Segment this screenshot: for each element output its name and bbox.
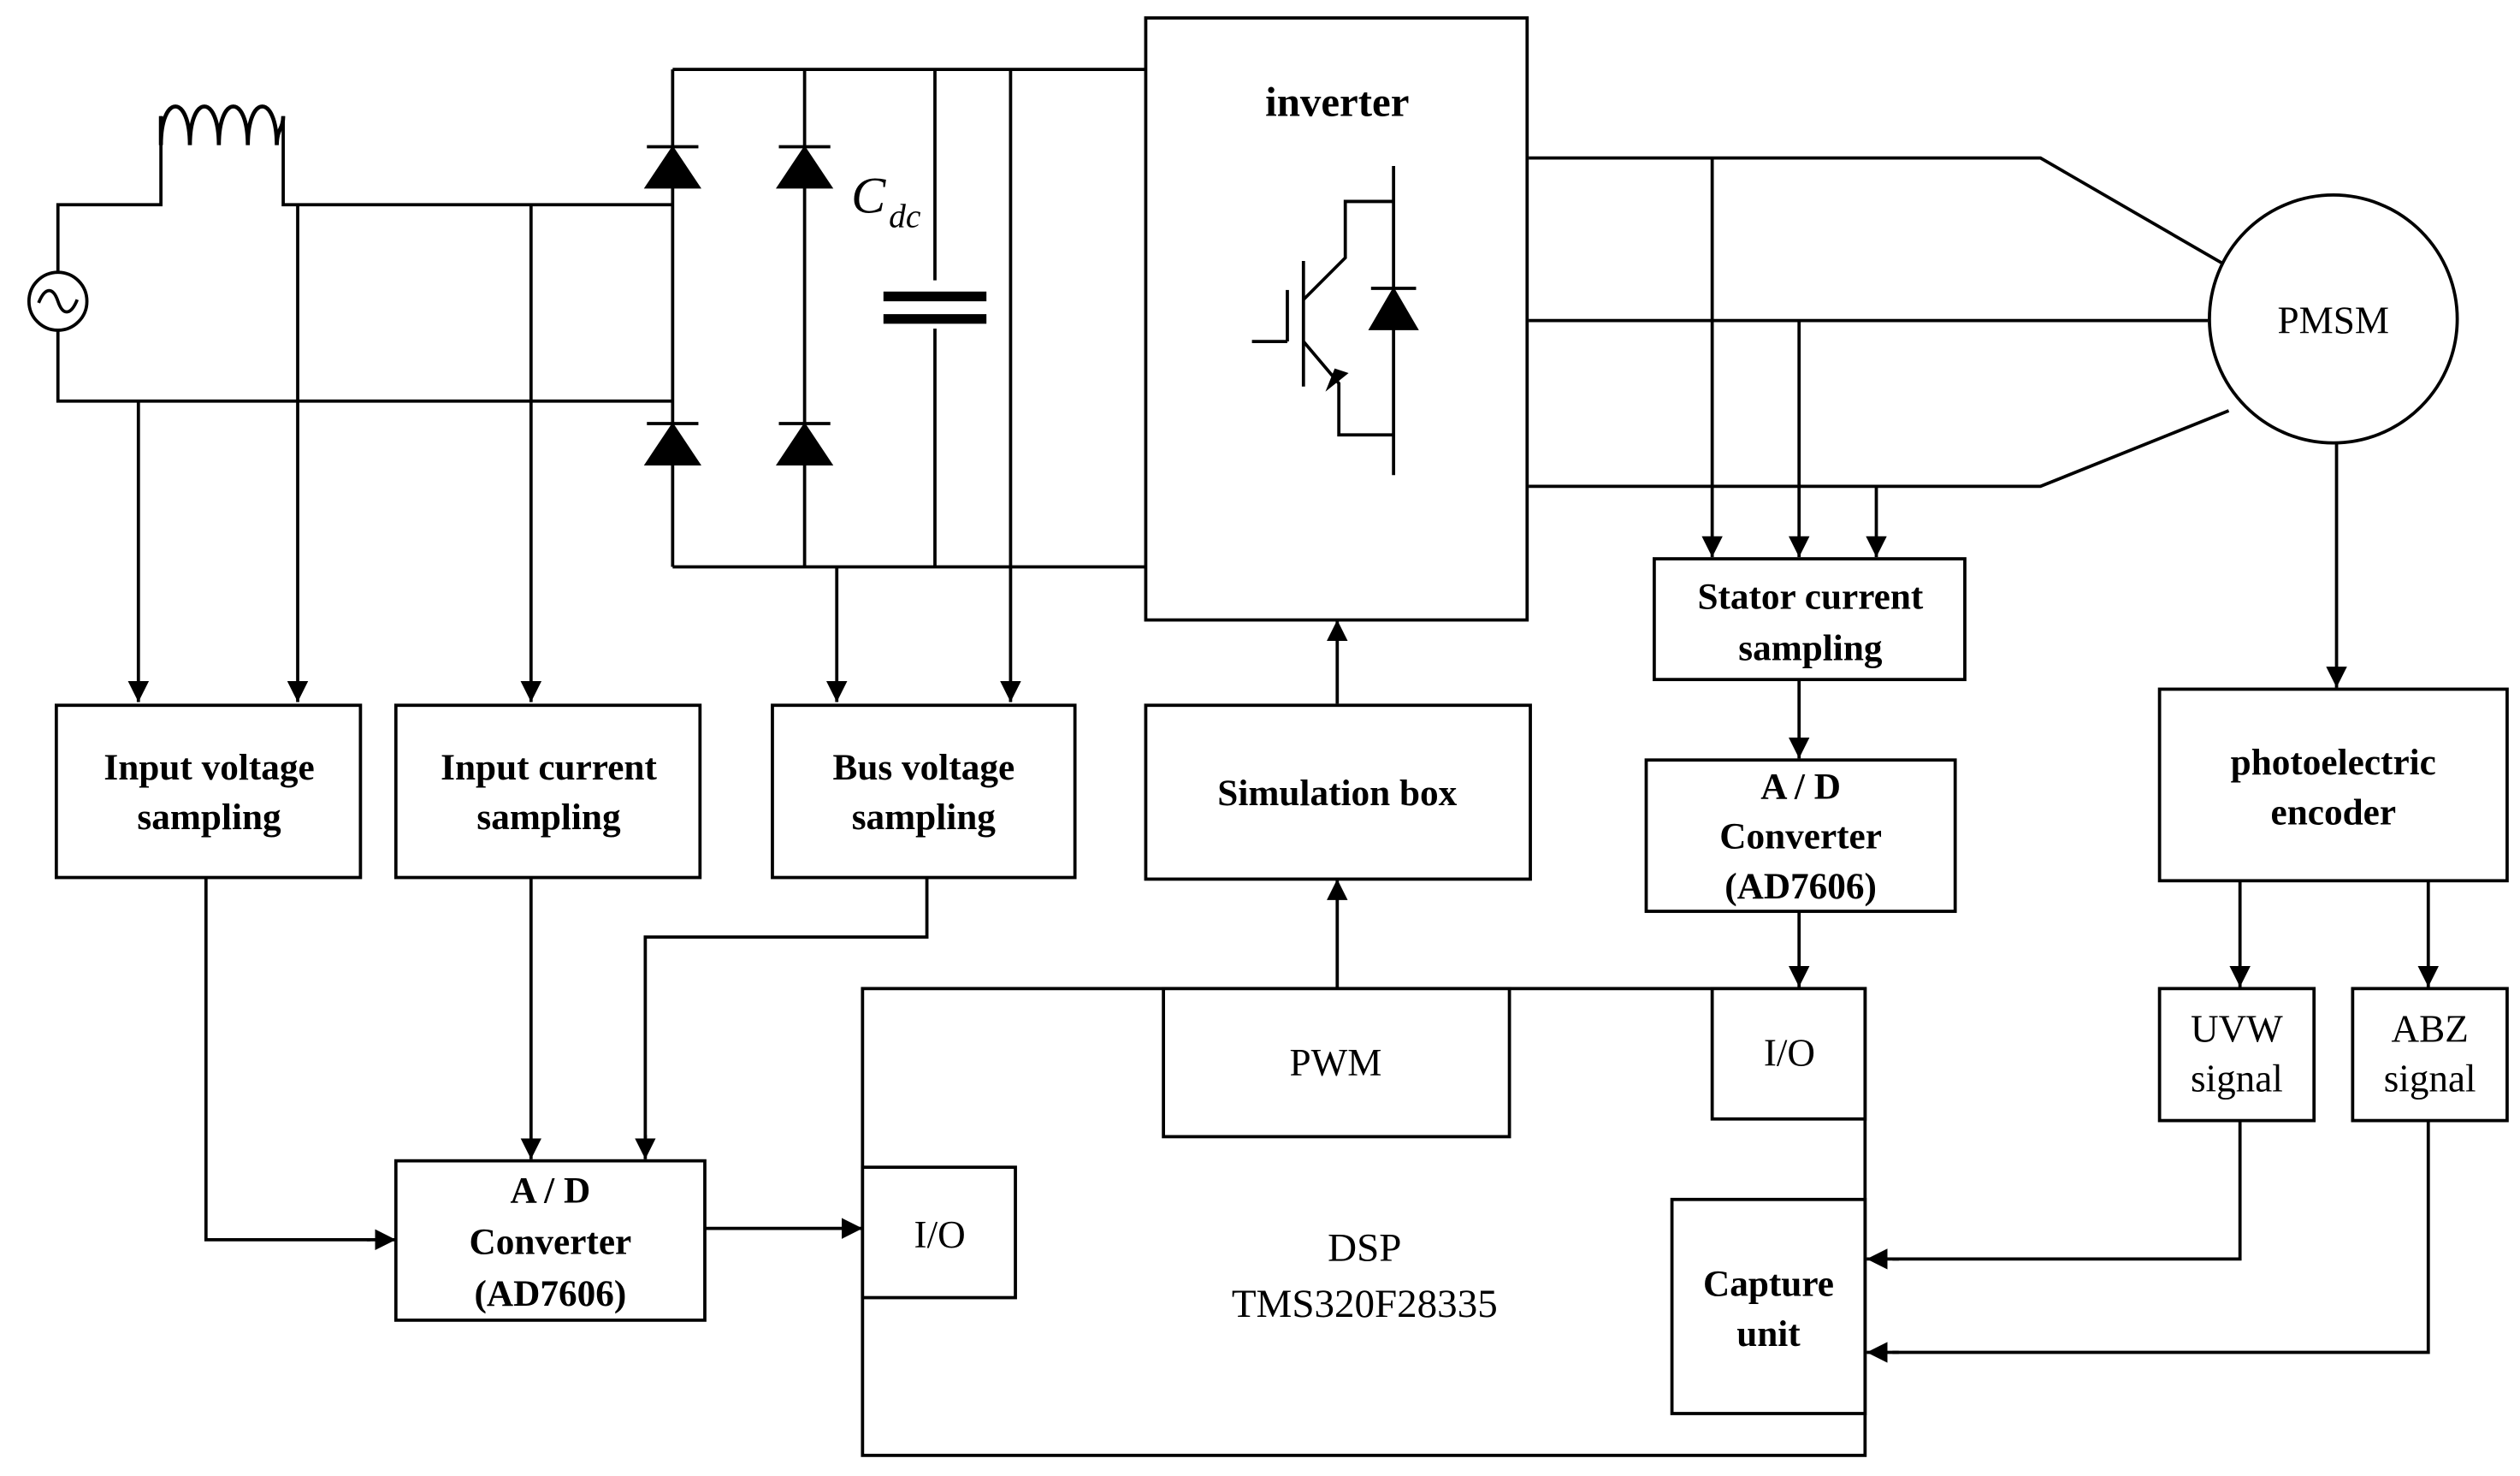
inductor-icon: [158, 104, 286, 145]
pwm-box: [1162, 987, 1511, 1139]
photoelectric-encoder-label-2: encoder: [2271, 791, 2397, 833]
adc-right-label-2: Converter: [1719, 816, 1882, 857]
uvw-signal-label-2: signal: [2191, 1058, 2283, 1100]
abz-signal-box: [2351, 987, 2509, 1123]
abz-signal-label-1: ABZ: [2392, 1007, 2469, 1050]
input-current-sampling-box: [393, 703, 702, 880]
ac-source-icon: [27, 270, 89, 332]
adc-left-box: [393, 1159, 707, 1322]
stator-current-sampling-label-1: Stator current: [1697, 576, 1923, 617]
inverter-label: inverter: [1265, 79, 1409, 126]
igbt-icon: [1251, 166, 1419, 476]
pwm-label: PWM: [1290, 1041, 1382, 1084]
input-voltage-sampling-label-2: sampling: [137, 797, 281, 838]
inverter-box: [1144, 16, 1529, 622]
bus-voltage-sampling-box: [771, 703, 1077, 880]
adc-right-box: [1644, 758, 1957, 913]
input-current-sampling-label-1: Input current: [441, 747, 657, 788]
dsp-label-1: DSP: [1328, 1225, 1401, 1270]
photoelectric-encoder-label-1: photoelectric: [2231, 742, 2436, 783]
input-voltage-sampling-box: [54, 703, 363, 880]
capture-unit-box: [1670, 1197, 1867, 1415]
rectifier-diodes-icon: [643, 145, 834, 465]
capture-unit-label-1: Capture: [1703, 1264, 1834, 1305]
dc-capacitor-icon: [883, 280, 987, 329]
abz-signal-label-2: signal: [2384, 1058, 2476, 1100]
io-top-box: [1710, 987, 1867, 1121]
signal-arrows: [127, 157, 2439, 1363]
adc-left-label-2: Converter: [470, 1222, 632, 1263]
bus-voltage-sampling-label-2: sampling: [852, 797, 997, 838]
uvw-signal-box: [2157, 987, 2316, 1123]
adc-right-label-3: (AD7606): [1724, 866, 1877, 907]
pmsm-motor: [2208, 193, 2459, 445]
simulation-box: [1144, 703, 1532, 881]
adc-left-label-3: (AD7606): [474, 1273, 626, 1314]
adc-right-label-1: A / D: [1760, 766, 1841, 807]
uvw-signal-label-1: UVW: [2191, 1007, 2283, 1050]
io-left-box: [861, 1165, 1017, 1300]
photoelectric-encoder-box: [2157, 687, 2509, 883]
stator-current-sampling-label-2: sampling: [1738, 628, 1883, 669]
io-left-label: I/O: [914, 1213, 966, 1256]
input-current-sampling-label-2: sampling: [476, 797, 621, 838]
io-top-label: I/O: [1764, 1032, 1815, 1075]
capture-unit-label-2: unit: [1736, 1313, 1801, 1354]
simulation-box-label: Simulation box: [1217, 773, 1457, 814]
stator-current-sampling-box: [1653, 557, 1967, 682]
bus-voltage-sampling-label-1: Bus voltage: [832, 747, 1015, 788]
dsp-label-2: TMS320F28335: [1232, 1282, 1498, 1326]
adc-left-label-1: A / D: [511, 1171, 591, 1212]
input-voltage-sampling-label-1: Input voltage: [104, 747, 314, 788]
pmsm-label: PMSM: [2278, 299, 2389, 342]
